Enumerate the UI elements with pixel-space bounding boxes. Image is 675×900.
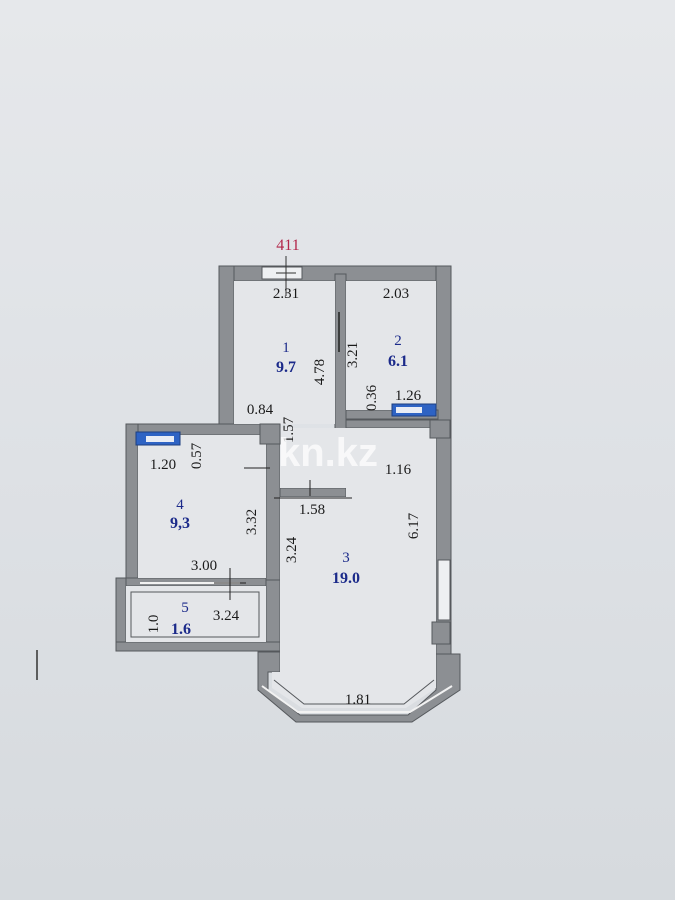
balcony-width-label: 1.0 bbox=[146, 615, 162, 634]
room4-floor bbox=[138, 435, 266, 578]
room1-floor bbox=[234, 281, 335, 424]
room4-area: 9,3 bbox=[170, 515, 190, 532]
corner-pier bbox=[259, 423, 281, 445]
room3-corner-pier bbox=[429, 419, 451, 439]
corridor-length-label: 1.16 bbox=[385, 462, 412, 478]
room4-small-label: 0.57 bbox=[189, 442, 205, 469]
room3-pier bbox=[431, 621, 451, 645]
room1-width-label: 2.31 bbox=[273, 286, 299, 302]
room3-left-label: 3.24 bbox=[284, 536, 300, 563]
room1-length-label: 4.78 bbox=[312, 359, 328, 385]
corridor-floor bbox=[280, 428, 346, 488]
room3-floor-a bbox=[280, 497, 436, 652]
room3-window bbox=[437, 559, 451, 621]
room1-area: 9.7 bbox=[276, 359, 296, 376]
room3-floor-b bbox=[346, 428, 436, 497]
room2-small-label: 0.36 bbox=[364, 384, 380, 411]
room3-bay-label: 1.81 bbox=[345, 692, 371, 708]
room4-length-label: 3.32 bbox=[244, 509, 260, 535]
bay-window-inner bbox=[273, 679, 435, 705]
room5-area: 1.6 bbox=[171, 621, 191, 638]
room4-window-label: 1.20 bbox=[150, 457, 176, 473]
room2-length-label: 3.21 bbox=[345, 342, 361, 368]
room3-area: 19.0 bbox=[332, 570, 360, 587]
wall-room4-left bbox=[125, 423, 139, 583]
room3-number: 3 bbox=[342, 550, 350, 566]
corridor-step-label: 0.84 bbox=[247, 402, 274, 418]
wall-right-upper bbox=[435, 265, 452, 421]
wall-balcony-bottom bbox=[115, 641, 281, 652]
room4-width-label: 3.00 bbox=[191, 558, 217, 574]
room-floors bbox=[126, 281, 436, 708]
wall-corridor-bottom bbox=[279, 487, 347, 498]
room1-number: 1 bbox=[282, 340, 290, 356]
corridor-vertical-label: 1.57 bbox=[281, 416, 297, 443]
room3-length-label: 6.17 bbox=[406, 512, 422, 539]
wall-room3-top bbox=[345, 419, 437, 429]
room2-number: 2 bbox=[394, 333, 402, 349]
room5-number: 5 bbox=[181, 600, 189, 616]
room4-radiator-inner bbox=[146, 436, 174, 442]
balcony-length-label: 3.24 bbox=[213, 608, 240, 624]
balcony-floor bbox=[126, 586, 266, 642]
room4-number: 4 bbox=[176, 497, 184, 513]
room2-radiator-inner bbox=[396, 407, 422, 413]
corridor-width-label: 1.58 bbox=[299, 502, 325, 518]
room2-floor bbox=[346, 281, 436, 410]
bay-window-glass bbox=[261, 685, 453, 713]
wall-room1-left bbox=[218, 265, 235, 427]
room2-area: 6.1 bbox=[388, 353, 408, 370]
room2-window-label: 1.26 bbox=[395, 388, 422, 404]
wall-balcony-left bbox=[115, 577, 127, 651]
room2-width-label: 2.03 bbox=[383, 286, 409, 302]
room3-bay-floor bbox=[272, 652, 436, 708]
watermark: kn.kz bbox=[278, 431, 378, 475]
balcony-rail bbox=[130, 591, 260, 638]
apartment-number: 411 bbox=[276, 237, 299, 254]
